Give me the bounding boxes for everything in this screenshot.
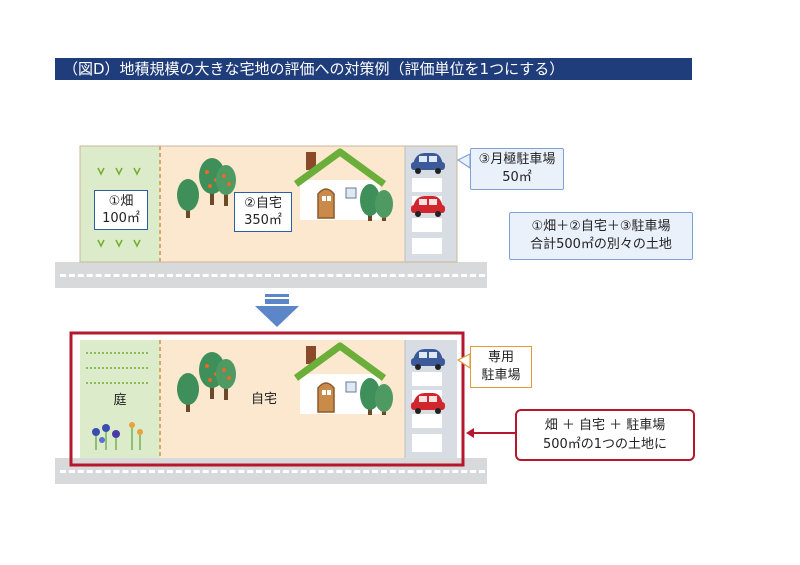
- road-bottom-centerline: [60, 470, 485, 473]
- home-label: ②自宅: [244, 196, 282, 211]
- blue-car-icon-top: [411, 153, 445, 174]
- unified-boundary-frame: [69, 331, 465, 467]
- pointer-parking-top: [456, 153, 471, 170]
- summary-line2-top: 合計500㎡の別々の土地: [530, 237, 672, 252]
- blue-car-icon-bottom: [411, 349, 445, 370]
- tree-icon-top-right: [360, 184, 393, 221]
- summary-callout-bottom: 畑 ＋ 自宅 ＋ 駐車場 500㎡の1つの土地に: [515, 409, 695, 461]
- flowers-icon: [92, 422, 143, 450]
- fruit-tree-icon-top-2: [216, 165, 236, 206]
- garden-label: 庭: [113, 393, 127, 408]
- summary-callout-top: ①畑＋②自宅＋③駐車場 合計500㎡の別々の土地: [509, 212, 693, 260]
- plot-outline-top: [79, 145, 458, 263]
- red-car-icon-top: [411, 196, 445, 217]
- parking-callout-bottom: 専用 駐車場: [470, 346, 532, 388]
- parking-callout-top: ③月極駐車場 50㎡: [470, 148, 564, 190]
- tree-icon-top-left: [177, 179, 199, 218]
- sprout-icons-top: [97, 167, 141, 248]
- summary-line1-bottom: 畑 ＋ 自宅 ＋ 駐車場: [544, 418, 666, 433]
- parking-label: ③月極駐車場: [478, 152, 556, 167]
- fruit-tree-icon-bottom-2: [216, 359, 236, 400]
- garden-rows-icon: [86, 352, 150, 384]
- summary-line1-top: ①畑＋②自宅＋③駐車場: [531, 219, 671, 234]
- parking-line1-bottom: 専用: [487, 350, 514, 365]
- field-label: ①畑: [108, 194, 134, 209]
- summary-line2-bottom: 500㎡の1つの土地に: [542, 437, 668, 452]
- down-arrow-icon: [255, 294, 299, 327]
- field-label-box-top: ①畑 100㎡: [94, 190, 148, 230]
- home-area: 350㎡: [244, 213, 282, 228]
- parking-area: 50㎡: [502, 170, 532, 185]
- home-label-bottom: 自宅: [250, 392, 277, 407]
- road-top-centerline: [60, 274, 485, 277]
- home-label-box-top: ②自宅 350㎡: [234, 192, 292, 232]
- parking-line2-bottom: 駐車場: [481, 368, 521, 383]
- tree-icon-bottom-left: [177, 373, 199, 412]
- field-area: 100㎡: [102, 211, 140, 226]
- tree-icon-bottom-right: [360, 378, 393, 415]
- diagram-title: （図D）地積規模の大きな宅地の評価への対策例（評価単位を1つにする）: [55, 58, 692, 80]
- red-car-icon-bottom: [411, 393, 445, 414]
- garden-plot-bottom: [80, 340, 160, 458]
